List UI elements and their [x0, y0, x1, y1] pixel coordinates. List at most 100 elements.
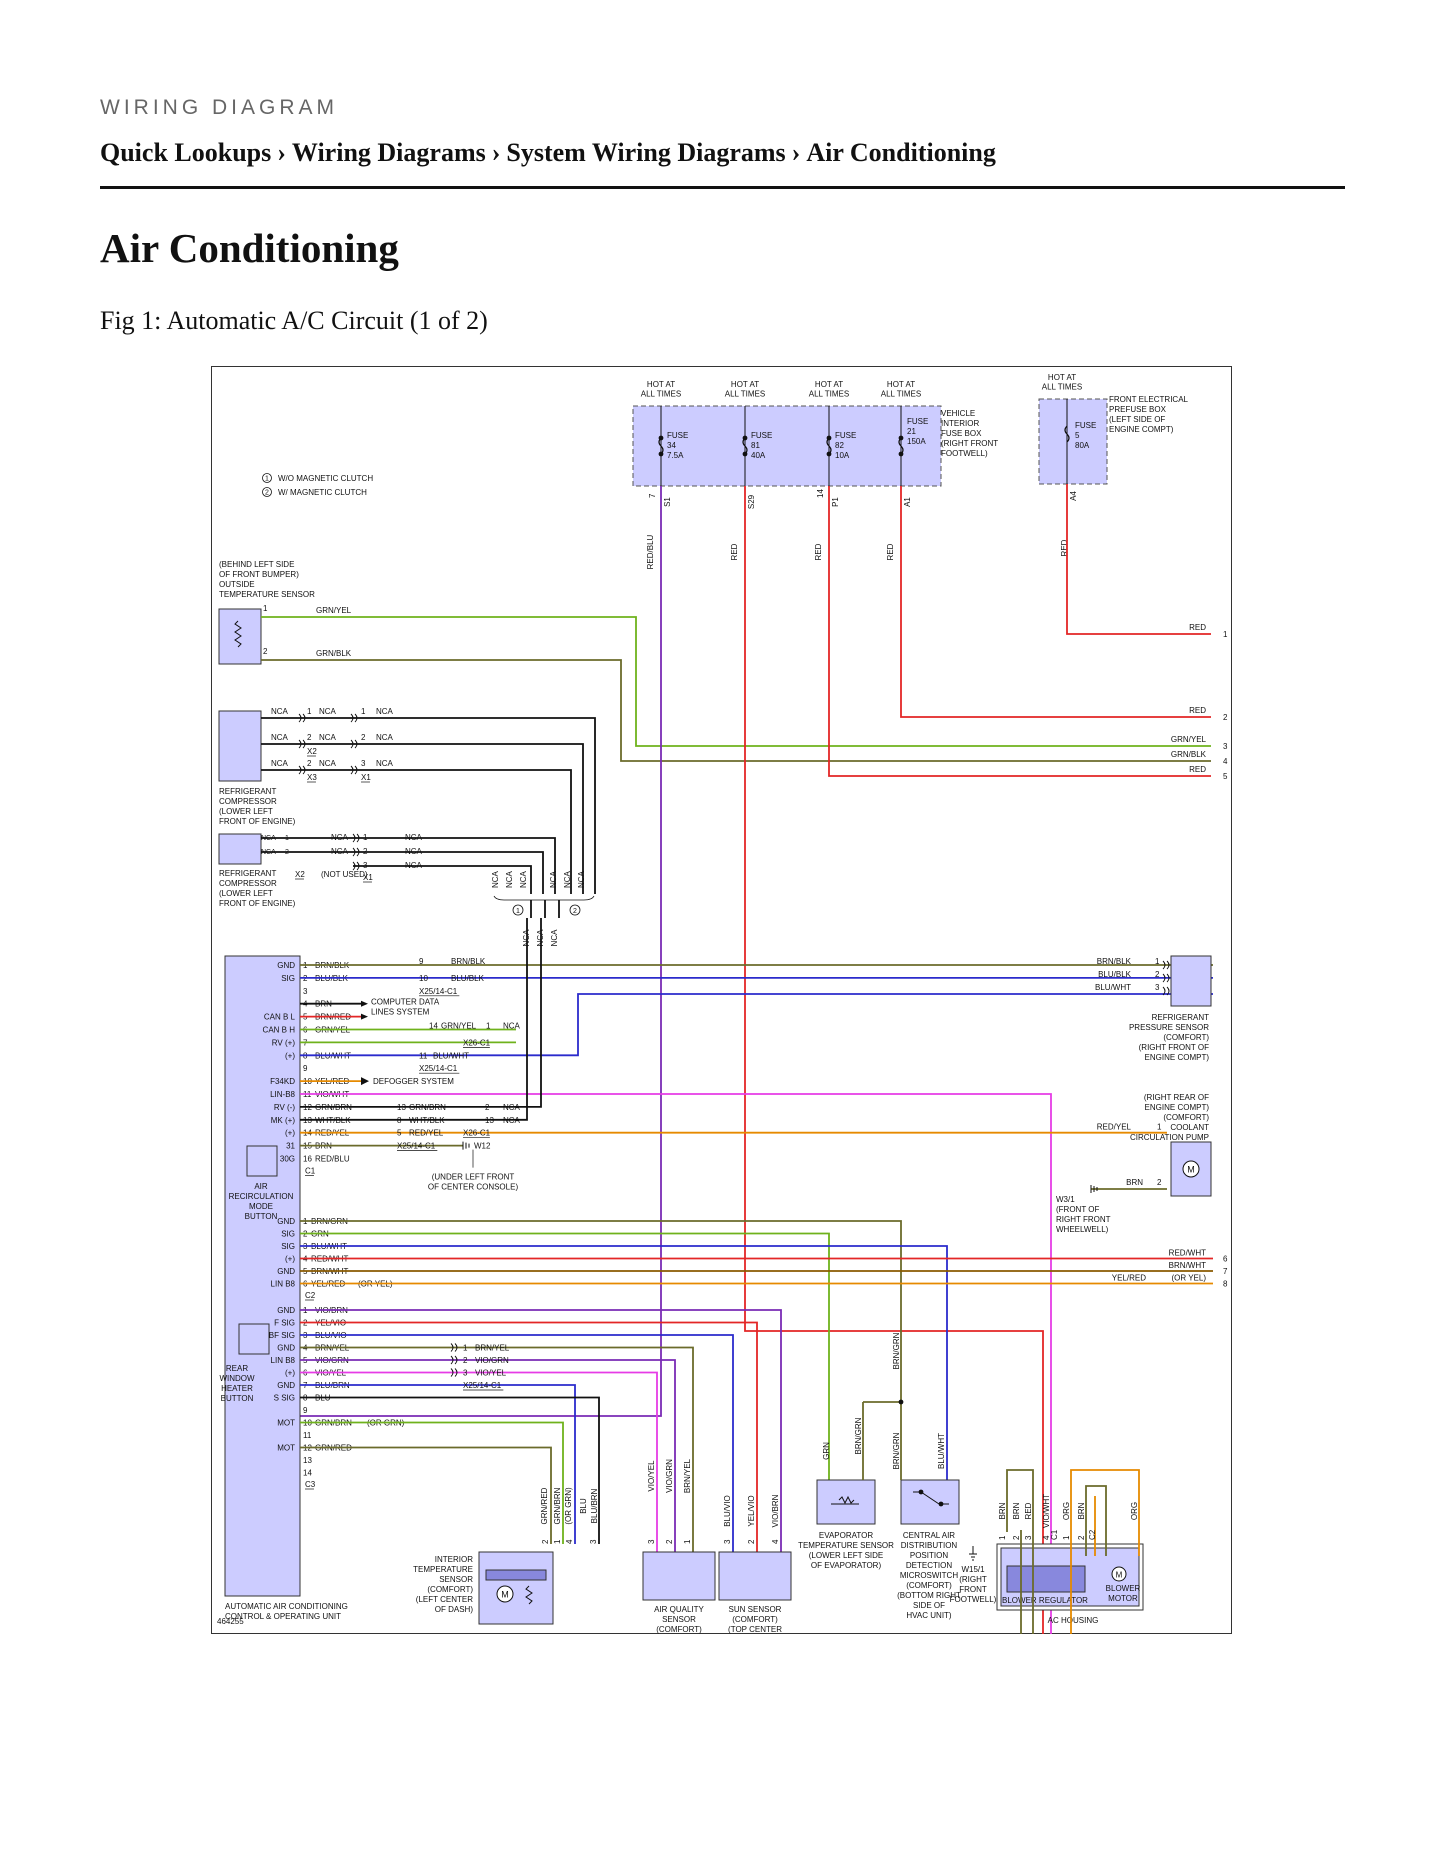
ground-label: W3/1: [1056, 1195, 1075, 1204]
connector-c2: C2: [305, 1291, 316, 1300]
fuse-number: 5: [1075, 431, 1080, 440]
wire-color-label: RED: [1189, 623, 1206, 632]
wire-color-label: BLU/WHT: [433, 1051, 469, 1060]
wire-color-label: GRN/BLK: [1171, 750, 1207, 759]
sun-sensor-label: (TOP CENTER: [728, 1625, 782, 1634]
wire-grn-blk: [261, 659, 1211, 762]
breadcrumb-quick-lookups[interactable]: Quick Lookups: [100, 138, 272, 167]
breadcrumb-wiring-diagrams[interactable]: Wiring Diagrams: [291, 138, 486, 167]
connector-x1: X1: [363, 873, 373, 882]
nca-label: NCA: [271, 759, 289, 768]
wire-blu: [300, 1396, 600, 1544]
rear-window-heater-button: [238, 1323, 270, 1355]
fuse-terminal: [742, 435, 748, 441]
prefuse-box-label: FRONT ELECTRICAL: [1109, 395, 1189, 404]
motor-letter: M: [501, 1590, 509, 1600]
wire-color-label: BLU: [579, 1498, 588, 1514]
fuse-terminal: [658, 451, 664, 457]
pin-function-label: GND: [277, 1306, 295, 1315]
pin-number: 3: [361, 759, 366, 768]
wire-color-label: RED: [1060, 539, 1069, 556]
motor-symbol: [1111, 1566, 1127, 1582]
wire-blu-brn: [300, 1384, 576, 1544]
wire-vio-grn: [300, 1359, 676, 1552]
terminal-number: 3: [1223, 742, 1228, 751]
connector-terminal: [450, 1368, 458, 1377]
nca-bundle-label: NCA: [549, 870, 558, 888]
wire-color-label: WHT/BLK: [409, 1116, 445, 1125]
terminal-number: 8: [1223, 1280, 1228, 1289]
pin-number: 2: [1155, 970, 1160, 979]
pin-function-label: BF SIG: [269, 1331, 295, 1340]
pin-function-label: RV (-): [274, 1103, 296, 1112]
legend-text: W/O MAGNETIC CLUTCH: [278, 474, 373, 483]
pin-number: 4: [565, 1539, 574, 1544]
pin-function-label: MK (+): [271, 1116, 296, 1125]
prefuse-box-label: ENGINE COMPT): [1109, 425, 1174, 434]
ac-housing-label: AC HOUSING: [1048, 1616, 1099, 1625]
breadcrumb-system-wiring-diagrams[interactable]: System Wiring Diagrams: [506, 138, 786, 167]
nca-label: NCA: [503, 1103, 521, 1112]
recirc-button-label: AIR: [254, 1182, 268, 1191]
wire-color-label: BRN: [1126, 1178, 1143, 1187]
connector-terminal: [450, 1343, 458, 1352]
figure-caption: Fig 1: Automatic A/C Circuit (1 of 2): [100, 306, 488, 335]
hot-at-all-times-label: HOT AT: [1048, 373, 1076, 382]
wire-brn-blower: [1006, 1469, 1034, 1634]
wire-nca: [261, 717, 596, 894]
wire-color-label: BRN/BLK: [451, 957, 486, 966]
motor-letter: M: [1187, 1165, 1195, 1175]
coolant-pump-label: (COMFORT): [1163, 1113, 1209, 1122]
breadcrumb-separator: ›: [277, 138, 286, 167]
nca-label: NCA: [271, 707, 289, 716]
wire-color-label: BRN: [1012, 1502, 1021, 1519]
pressure-sensor-label: REFRIGERANT: [1152, 1013, 1209, 1022]
wire-nca: [261, 837, 556, 894]
air-quality-sensor: [642, 1551, 716, 1601]
connector-terminal: [450, 1355, 458, 1365]
computer-data-lines-label: LINES SYSTEM: [371, 1008, 430, 1017]
pin-number: 8: [397, 1116, 402, 1125]
automatic-ac-control-unit: [224, 955, 301, 1597]
fuse-amps: 7.5A: [667, 451, 684, 460]
nca-label: NCA: [376, 759, 394, 768]
coolant-pump-label: ENGINE COMPT): [1145, 1103, 1210, 1112]
central-switch-label: (COMFORT): [906, 1581, 952, 1590]
pin-function-label: RV (+): [272, 1038, 296, 1047]
fuse-number: 21: [907, 427, 916, 436]
ground-symbol: [462, 1141, 470, 1150]
coolant-pump-label: COOLANT: [1170, 1123, 1209, 1132]
wire-wht-blk: [300, 918, 528, 1121]
pin-number: 5: [397, 1129, 402, 1138]
wire-color-label: BLU/VIO: [723, 1495, 732, 1527]
fuse-amps: 40A: [751, 451, 766, 460]
hot-at-all-times-label: HOT AT: [731, 380, 759, 389]
wire-color-label: RED: [1189, 765, 1206, 774]
hot-at-all-times-label: ALL TIMES: [725, 390, 765, 399]
wire-color-label: BRN/WHT: [1169, 1261, 1206, 1270]
central-switch-label: HVAC UNIT): [906, 1611, 952, 1620]
pin-number: 1: [486, 1022, 491, 1031]
connector-x26-c1: X26-C1: [463, 1038, 491, 1047]
nca-label: NCA: [319, 707, 337, 716]
pin-number: 14: [429, 1022, 438, 1031]
nca-label: NCA: [503, 1022, 521, 1031]
pin-function-label: LIN-B8: [270, 1090, 295, 1099]
wire-color-label: BLU/BLK: [1098, 970, 1132, 979]
central-air-distribution-switch: [900, 1479, 960, 1525]
wire-color-label: ORG: [1130, 1502, 1139, 1520]
wire-color-label: GRN/BRN: [409, 1103, 446, 1112]
wire-color-label: RED: [886, 543, 895, 560]
ground-symbol: [1090, 1185, 1098, 1193]
breadcrumb: Quick Lookups›Wiring Diagrams›System Wir…: [100, 138, 996, 168]
pin-number: 2: [263, 647, 268, 656]
wire-brn-grn: [300, 1220, 902, 1382]
pin-number: 9: [419, 957, 424, 966]
breadcrumb-air-conditioning[interactable]: Air Conditioning: [806, 138, 996, 167]
defogger-label: DEFOGGER SYSTEM: [373, 1077, 454, 1086]
fuse-terminal: [826, 435, 832, 441]
wire-color-label: BRN/GRN: [892, 1432, 901, 1469]
wire-color-label: BRN/YEL: [683, 1458, 692, 1493]
pin-number: 2: [307, 733, 312, 742]
